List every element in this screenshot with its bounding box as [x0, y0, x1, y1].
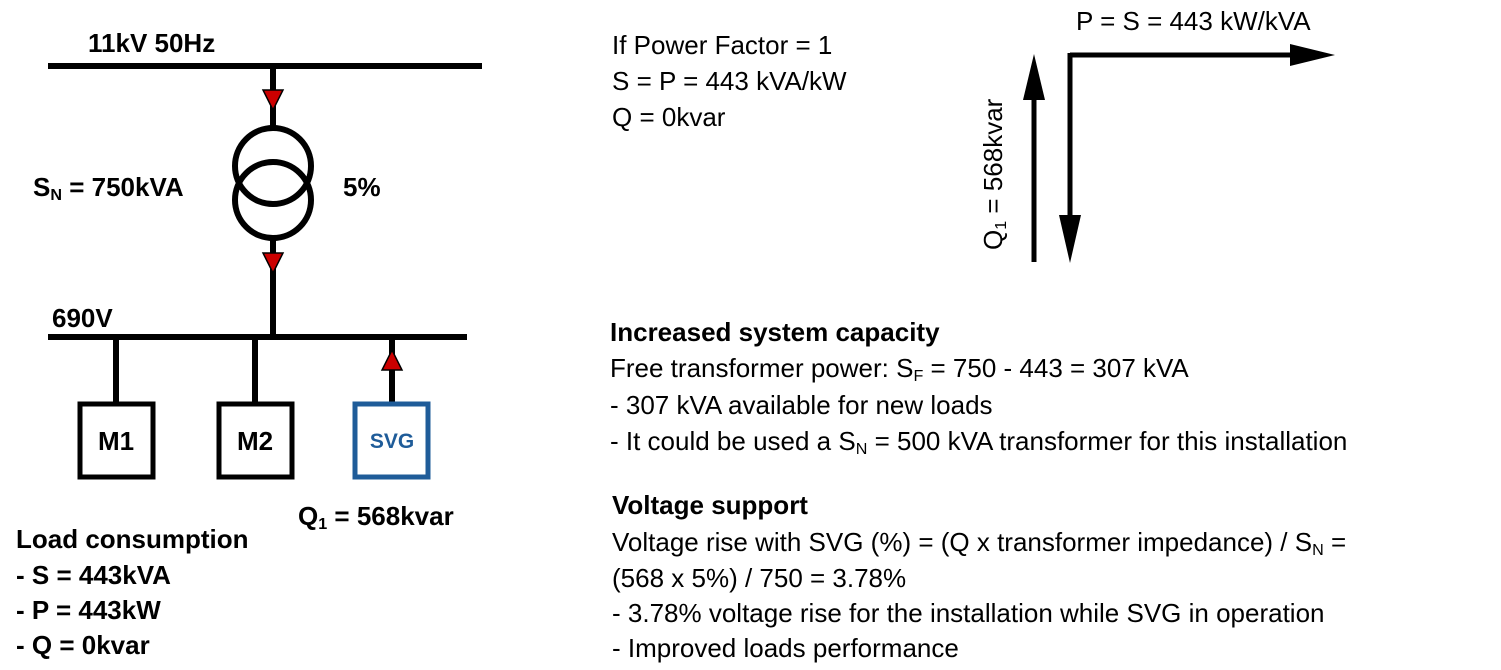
- voltage-formula-line-1: Voltage rise with SVG (%) = (Q x transfo…: [612, 527, 1347, 560]
- hv-busbar-label: 11kV 50Hz: [88, 28, 216, 58]
- m2-box: [216, 401, 295, 480]
- m1-label: M1: [98, 426, 134, 456]
- capacity-free-power: Free transformer power: SF = 750 - 443 =…: [610, 353, 1189, 386]
- svg-box: [352, 401, 431, 480]
- q-vector-label: Q1 = 568kvar: [978, 98, 1011, 250]
- transformer-impedance: 5%: [343, 172, 381, 202]
- m1-box: [77, 401, 156, 480]
- capacity-bullet-1: - 307 kVA available for new loads: [610, 390, 993, 420]
- phasor-diagram: [1023, 44, 1335, 263]
- capacity-bullet-2: - It could be used a SN = 500 kVA transf…: [610, 426, 1348, 459]
- voltage-bullet-1: - 3.78% voltage rise for the installatio…: [612, 598, 1325, 628]
- voltage-title: Voltage support: [612, 490, 808, 520]
- capacity-title: Increased system capacity: [610, 317, 940, 347]
- load-consumption-q: - Q = 0kvar: [16, 630, 150, 660]
- flow-arrow-svg: [380, 348, 404, 371]
- load-consumption-title: Load consumption: [16, 524, 249, 554]
- lv-busbar-label: 690V: [52, 303, 113, 333]
- m2-label: M2: [237, 426, 273, 456]
- power-factor-line-1: If Power Factor = 1: [612, 30, 833, 60]
- voltage-bullet-2: - Improved loads performance: [612, 633, 959, 663]
- transformer-rating: SN = 750kVA: [33, 172, 184, 205]
- power-factor-line-2: S = P = 443 kVA/kW: [612, 66, 847, 96]
- flow-arrow-lv: [261, 252, 285, 275]
- load-consumption-p: - P = 443kW: [16, 595, 161, 625]
- transformer-symbol: [232, 125, 314, 241]
- p-vector-label: P = S = 443 kW/kVA: [1076, 6, 1311, 36]
- q-compensation-arrowhead: [1023, 54, 1045, 100]
- load-consumption-s: - S = 443kVA: [16, 560, 171, 590]
- q-vector-arrowhead: [1059, 215, 1081, 263]
- voltage-formula-line-2: (568 x 5%) / 750 = 3.78%: [612, 563, 907, 593]
- flow-arrow-hv: [261, 89, 285, 112]
- p-vector-arrowhead: [1290, 44, 1335, 66]
- svg-label: SVG: [370, 430, 414, 453]
- svg-reactive-power: Q1 = 568kvar: [298, 501, 454, 534]
- power-factor-line-3: Q = 0kvar: [612, 102, 726, 132]
